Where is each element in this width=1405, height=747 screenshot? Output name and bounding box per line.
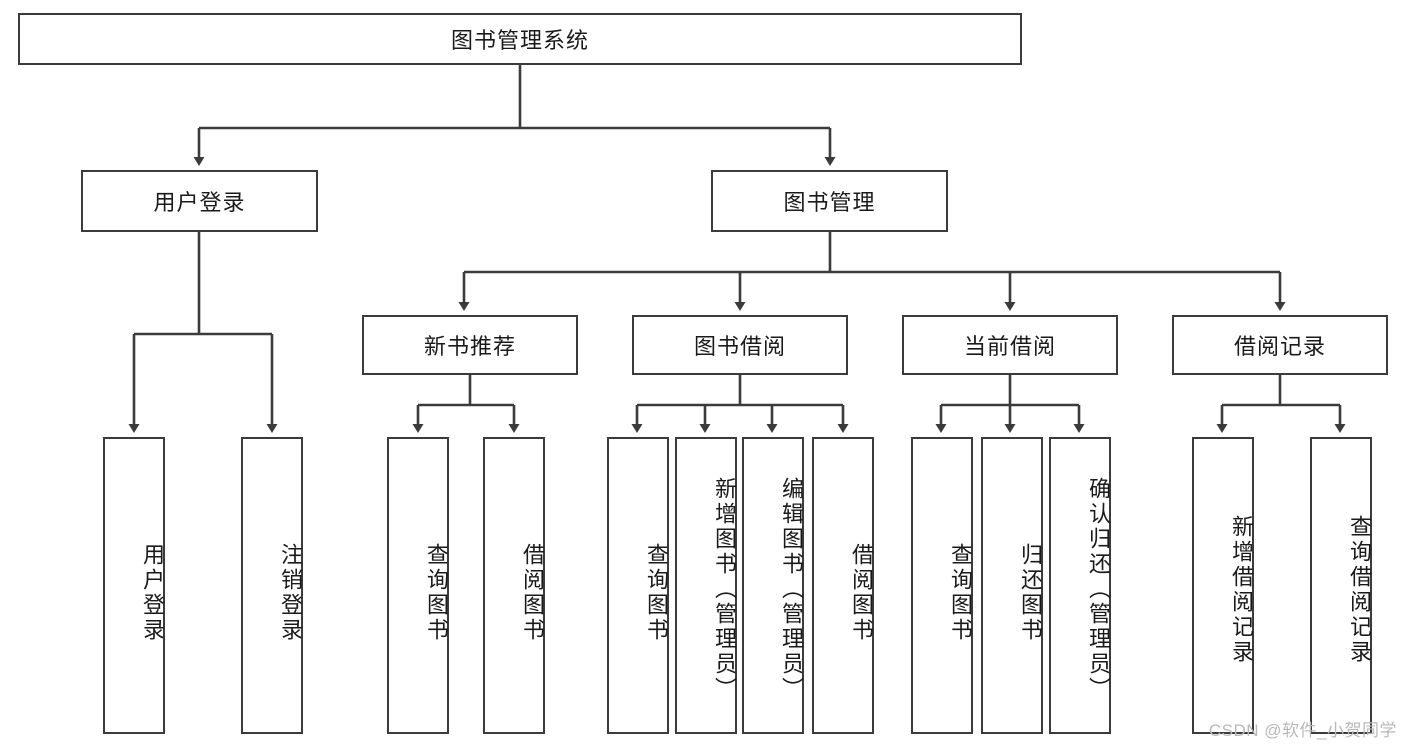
node-new-book-recommend-label: 新书推荐 <box>423 334 516 359</box>
leaf-borrow-book-label: 借阅图书 <box>849 542 874 643</box>
csdn-watermark: CSDN @软件_小贺同学 <box>1208 721 1397 740</box>
node-borrow-record-label: 借阅记录 <box>1233 334 1326 359</box>
leaf-edit-book-admin[interactable]: 编辑图书（管理员） <box>742 437 804 734</box>
leaf-query-book-borrow[interactable]: 查询图书 <box>607 437 669 734</box>
leaf-borrow-book-recommend[interactable]: 借阅图书 <box>483 437 545 734</box>
leaf-query-borrow-record-label: 查询借阅记录 <box>1347 514 1372 665</box>
node-user-login[interactable]: 用户登录 <box>81 170 318 232</box>
leaf-add-book-admin-label: 新增图书（管理员） <box>712 477 737 702</box>
leaf-borrow-book-recommend-label: 借阅图书 <box>520 542 545 643</box>
leaf-query-book-recommend[interactable]: 查询图书 <box>387 437 449 734</box>
leaf-edit-book-admin-label: 编辑图书（管理员） <box>779 477 804 702</box>
leaf-logout-label: 注销登录 <box>278 542 303 643</box>
node-root-label: 图书管理系统 <box>450 28 589 53</box>
leaf-return-book[interactable]: 归还图书 <box>981 437 1043 734</box>
leaf-query-borrow-record[interactable]: 查询借阅记录 <box>1310 437 1372 734</box>
leaf-query-book-current-label: 查询图书 <box>948 542 973 643</box>
node-current-borrow[interactable]: 当前借阅 <box>902 315 1118 375</box>
leaf-query-book-current[interactable]: 查询图书 <box>911 437 973 734</box>
leaf-query-book-recommend-label: 查询图书 <box>424 542 449 643</box>
leaf-confirm-return-admin[interactable]: 确认归还（管理员） <box>1049 437 1111 734</box>
node-borrow-record[interactable]: 借阅记录 <box>1172 315 1388 375</box>
leaf-add-borrow-record[interactable]: 新增借阅记录 <box>1192 437 1254 734</box>
node-root[interactable]: 图书管理系统 <box>18 13 1022 65</box>
node-book-management-label: 图书管理 <box>783 190 876 215</box>
leaf-return-book-label: 归还图书 <box>1018 542 1043 643</box>
leaf-user-login[interactable]: 用户登录 <box>103 437 165 734</box>
leaf-add-book-admin[interactable]: 新增图书（管理员） <box>675 437 737 734</box>
node-book-borrow-label: 图书借阅 <box>693 334 786 359</box>
node-new-book-recommend[interactable]: 新书推荐 <box>362 315 578 375</box>
node-book-management[interactable]: 图书管理 <box>711 170 948 232</box>
leaf-user-login-label: 用户登录 <box>140 542 165 643</box>
node-current-borrow-label: 当前借阅 <box>963 334 1056 359</box>
node-book-borrow[interactable]: 图书借阅 <box>632 315 848 375</box>
node-user-login-label: 用户登录 <box>153 190 246 215</box>
leaf-logout[interactable]: 注销登录 <box>241 437 303 734</box>
leaf-add-borrow-record-label: 新增借阅记录 <box>1229 514 1254 665</box>
leaf-confirm-return-admin-label: 确认归还（管理员） <box>1086 477 1111 702</box>
leaf-borrow-book[interactable]: 借阅图书 <box>812 437 874 734</box>
leaf-query-book-borrow-label: 查询图书 <box>644 542 669 643</box>
